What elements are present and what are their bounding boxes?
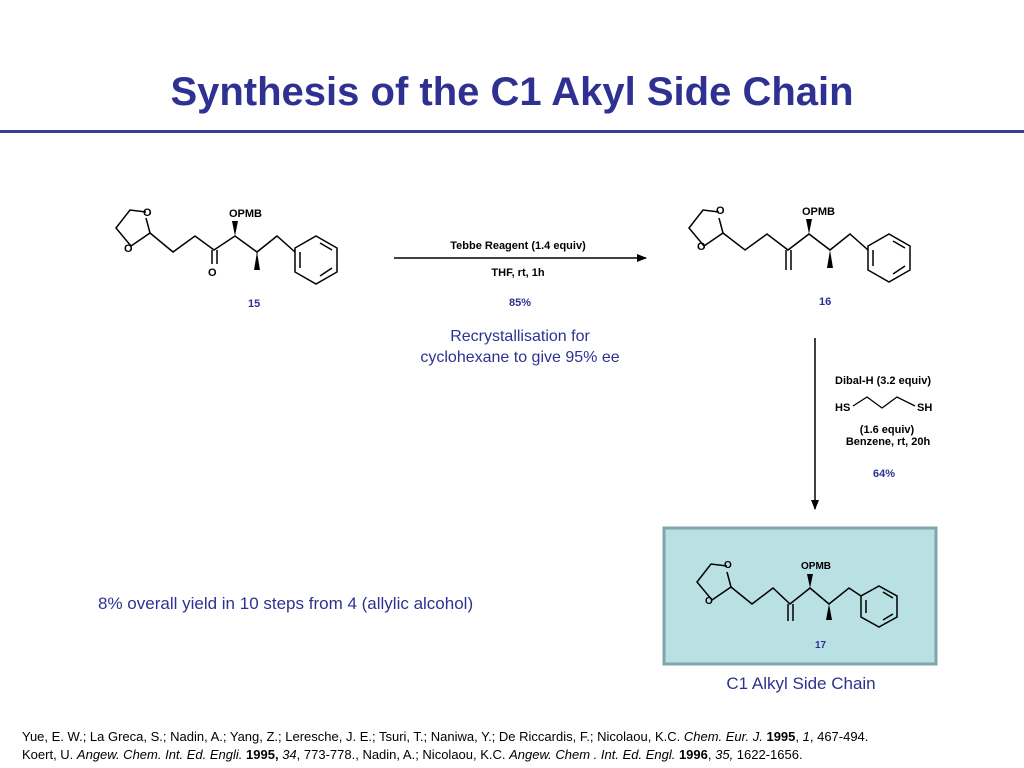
compound-17-wedge-methyl: [826, 604, 832, 620]
compound-15-wedge-methyl: [254, 252, 260, 270]
compound-15-o-top: O: [143, 207, 152, 219]
ref2-seg: , 773-778., Nadin, A.; Nicolaou, K.C.: [296, 747, 510, 762]
step1-yield: 85%: [509, 297, 531, 309]
ref1-seg: ,: [795, 729, 803, 744]
recrystallisation-note-line1: Recrystallisation for: [450, 328, 590, 345]
step2-thiol-left: HS: [835, 402, 850, 414]
compound-15-o-bottom: O: [124, 243, 133, 255]
reference-line-1: Yue, E. W.; La Greca, S.; Nadin, A.; Yan…: [22, 728, 868, 746]
title-divider: [0, 130, 1024, 133]
compound-16-structure: [688, 209, 911, 283]
ref2-journal: Angew. Chem. Int. Ed. Engli.: [76, 747, 243, 762]
compound-15-carbonyl-o: O: [208, 267, 217, 279]
ref1-seg: Yue, E. W.; La Greca, S.; Nadin, A.; Yan…: [22, 729, 684, 744]
ref1-pages: , 467-494.: [809, 729, 869, 744]
compound-17-wedge-opmb: [807, 574, 813, 588]
compound-17-o-top: O: [724, 560, 732, 571]
step2-conditions: Benzene, rt, 20h: [846, 436, 931, 448]
recrystallisation-note-line2: cyclohexane to give 95% ee: [420, 349, 619, 366]
compound-17-structure: [696, 563, 898, 628]
box-caption: C1 Alkyl Side Chain: [726, 674, 875, 693]
step1-reagent: Tebbe Reagent (1.4 equiv): [450, 240, 586, 252]
compound-17-number: 17: [815, 640, 827, 651]
reference-line-2: Koert, U. Angew. Chem. Int. Ed. Engli. 1…: [22, 746, 868, 764]
step2-yield: 64%: [873, 468, 895, 480]
ref2-year: 1995,: [246, 747, 279, 762]
compound-16-wedge-methyl: [827, 250, 833, 268]
ref2-volume-2: 35,: [715, 747, 734, 762]
compound-15-structure: [115, 209, 338, 285]
compound-15-opmb: OPMB: [229, 208, 262, 220]
overall-yield-note: 8% overall yield in 10 steps from 4 (all…: [98, 594, 473, 613]
ref2-journal-2: Angew. Chem . Int. Ed. Engl.: [509, 747, 676, 762]
step2-thiol-equiv: (1.6 equiv): [860, 424, 915, 436]
compound-17-o-bottom: O: [705, 596, 713, 607]
ref2-seg: Koert, U.: [22, 747, 77, 762]
propanedithiol-chain: [852, 396, 916, 409]
ref2-pages: 1622-1656.: [733, 747, 803, 762]
references: Yue, E. W.; La Greca, S.; Nadin, A.; Yan…: [22, 728, 868, 764]
compound-16-wedge-opmb: [806, 219, 812, 234]
ref1-year: 1995: [766, 729, 796, 744]
compound-17-opmb: OPMB: [801, 561, 831, 572]
step1-conditions: THF, rt, 1h: [491, 267, 544, 279]
page-title: Synthesis of the C1 Akyl Side Chain: [170, 70, 854, 114]
compound-15-number: 15: [248, 298, 260, 310]
compound-16-o-bottom: O: [697, 241, 706, 253]
ref1-volume: 1: [802, 729, 810, 744]
ref2-year-2: 1996: [678, 747, 708, 762]
ref1-journal: Chem. Eur. J.: [683, 729, 763, 744]
compound-15-wedge-opmb: [232, 221, 238, 236]
compound-16-number: 16: [819, 296, 831, 308]
step2-reagent: Dibal-H (3.2 equiv): [835, 375, 931, 387]
compound-16-o-top: O: [716, 205, 725, 217]
step2-thiol-right: SH: [917, 402, 932, 414]
ref2-volume: 34: [282, 747, 297, 762]
ref2-seg: ,: [707, 747, 716, 762]
compound-16-opmb: OPMB: [802, 206, 835, 218]
